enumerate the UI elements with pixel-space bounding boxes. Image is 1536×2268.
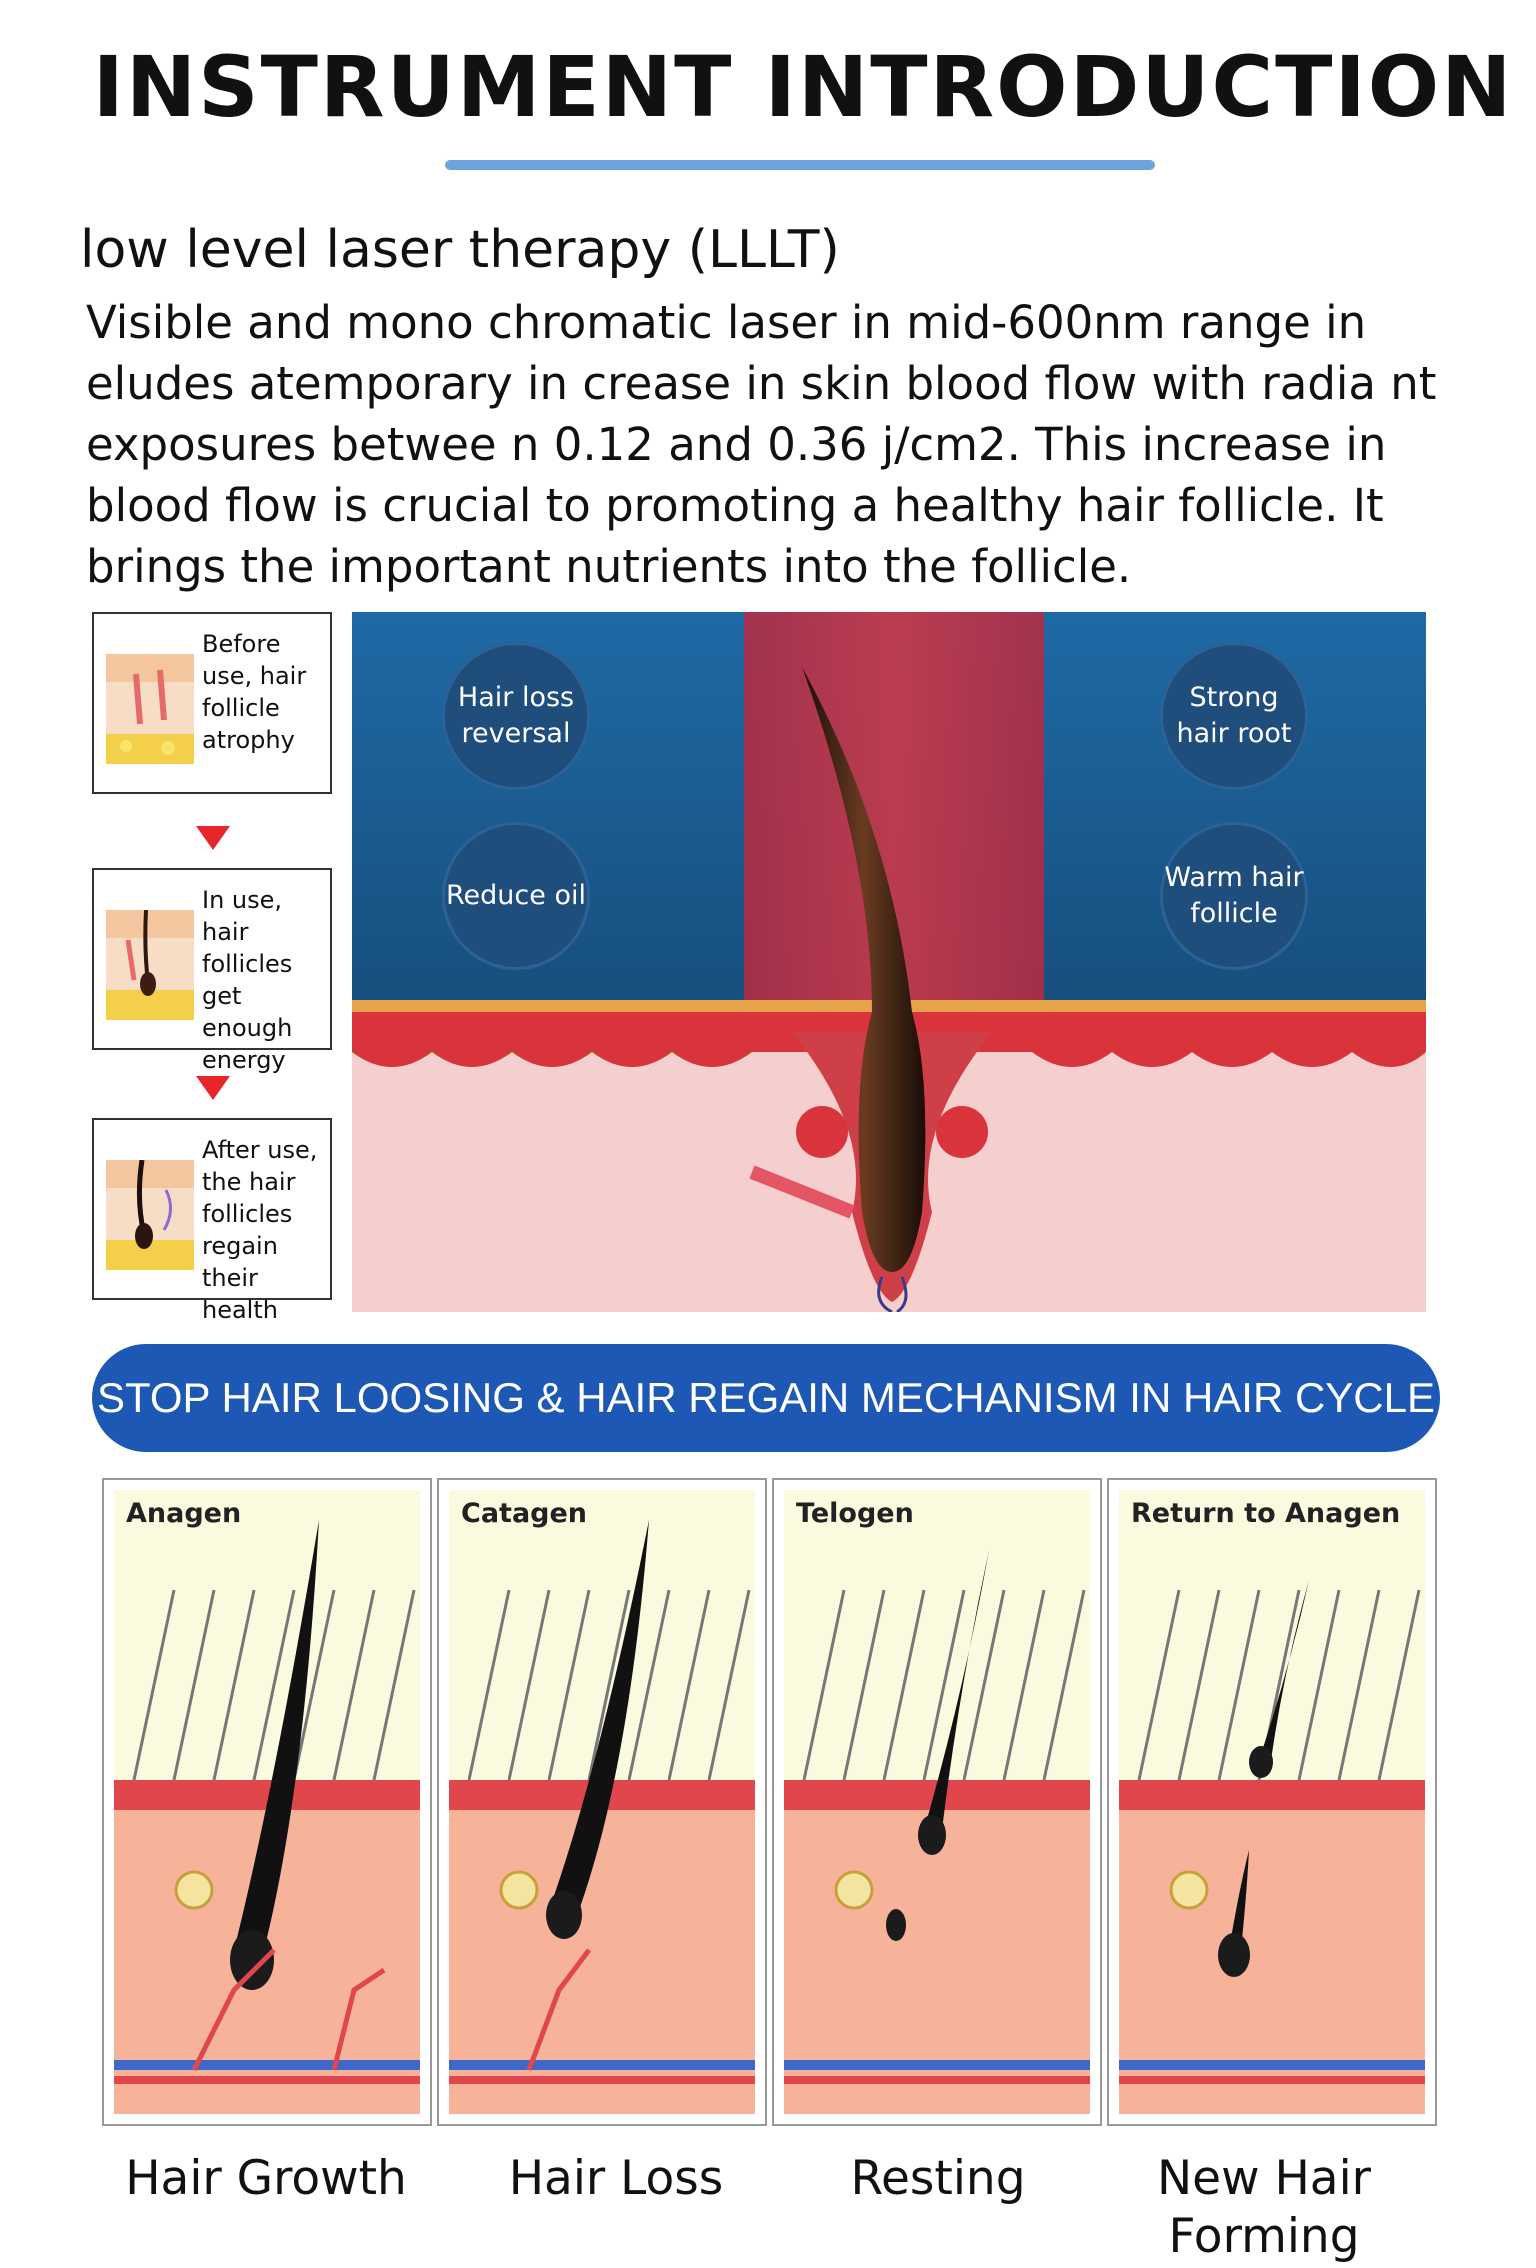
anagen-follicle-icon	[114, 1490, 420, 2114]
panel-catagen-label: Catagen	[461, 1498, 588, 1529]
stage-in-use-box: In use, hair follicles get enough energy	[92, 868, 332, 1074]
panel-anagen: Anagen	[102, 1478, 432, 2126]
badge-hair-loss-reversal: Hair loss reversal	[442, 642, 590, 790]
stage-after-text: After use, the hair follicles regain the…	[202, 1136, 318, 1324]
return-anagen-follicle-icon	[1119, 1490, 1425, 2114]
page-title: INSTRUMENT INTRODUCTION	[92, 38, 1514, 136]
hair-cycle-banner: STOP HAIR LOOSING & HAIR REGAIN MECHANIS…	[92, 1344, 1440, 1452]
stage-after-box: After use, the hair follicles regain the…	[92, 1118, 332, 1324]
caption-resting: Resting	[850, 2151, 1026, 2206]
panel-return-to-anagen: Return to Anagen	[1107, 1478, 1437, 2126]
panel-telogen-label: Telogen	[796, 1498, 914, 1529]
catagen-follicle-icon	[449, 1490, 755, 2114]
arrow-down-icon	[196, 1076, 230, 1100]
arrow-down-icon	[196, 826, 230, 850]
badge-warm-hair-follicle: Warm hair follicle	[1160, 822, 1308, 970]
subtitle: low level laser therapy (LLLT)	[80, 220, 840, 280]
title-underline	[445, 160, 1155, 170]
panel-anagen-label: Anagen	[126, 1498, 242, 1529]
description-paragraph: Visible and mono chromatic laser in mid-…	[86, 296, 1437, 593]
hair-follicle-illustration: Hair loss reversal Reduce oil Strong hai…	[352, 612, 1426, 1312]
follicle-healthy-icon	[106, 1160, 194, 1270]
follicle-cross-section-icon	[352, 612, 1426, 1312]
stage-before-text: Before use, hair follicle atrophy	[202, 630, 307, 754]
stage-in-use-text: In use, hair follicles get enough energy	[202, 886, 293, 1074]
stage-before-box: Before use, hair follicle atrophy	[92, 612, 332, 794]
badge-reduce-oil: Reduce oil	[442, 822, 590, 970]
caption-hair-growth: Hair Growth	[125, 2151, 407, 2206]
caption-hair-loss: Hair Loss	[508, 2151, 724, 2206]
panel-return-to-anagen-label: Return to Anagen	[1131, 1498, 1401, 1529]
panel-telogen: Telogen	[772, 1478, 1102, 2126]
badge-strong-hair-root: Strong hair root	[1160, 642, 1308, 790]
telogen-follicle-icon	[784, 1490, 1090, 2114]
follicle-atrophy-icon	[106, 654, 194, 764]
follicle-energy-icon	[106, 910, 194, 1020]
caption-new-hair-forming: New Hair Forming	[1157, 2151, 1371, 2264]
panel-catagen: Catagen	[437, 1478, 767, 2126]
